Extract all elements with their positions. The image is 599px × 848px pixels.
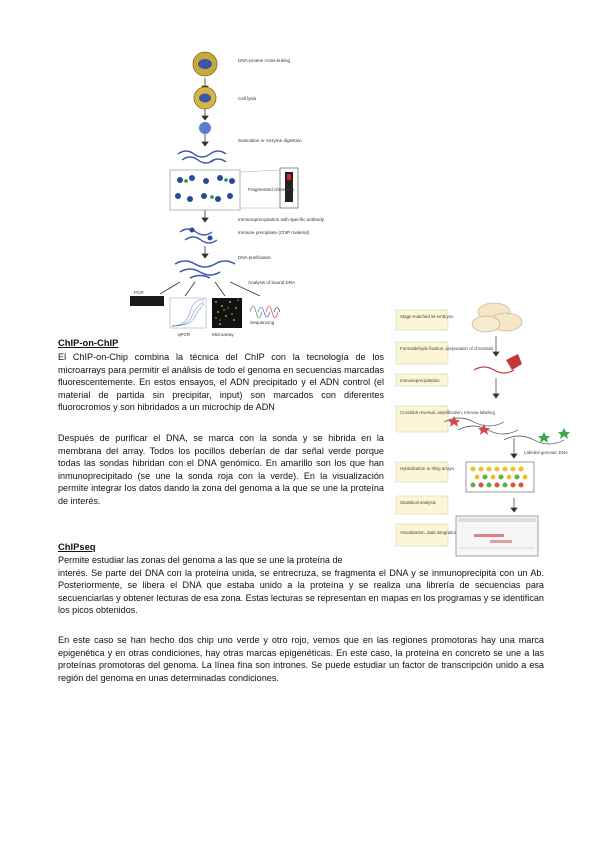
step-label: DNA-protein cross-linking [238, 58, 291, 63]
step-label: Sonication or enzyme digestion [238, 138, 302, 143]
section-heading: ChIP-on-ChIP [58, 337, 119, 348]
paragraph: Después de purificar el DNA, se marca co… [58, 433, 384, 506]
chip-workflow-figure: DNA-protein cross-linking Cell lysis Son… [130, 51, 325, 337]
paragraph: El ChIP-on-Chip combina la técnica del C… [58, 352, 384, 413]
section-heading: ChIPseq [58, 541, 96, 552]
step-label: Hybridization to tiling arrays [400, 466, 455, 471]
method-label: Sequencing [250, 320, 275, 325]
step-label: Stage-matched wt embryos [400, 314, 454, 319]
method-label: Microarray [212, 332, 234, 337]
dna-label: Labeled genomic DNA [524, 450, 568, 455]
method-label: PCR [134, 290, 144, 295]
step-label: Visualization, data integration [400, 530, 458, 535]
step-label: Fragmented chromatin [248, 187, 295, 192]
qpcr-plot [169, 297, 207, 329]
method-label: qPCR [178, 332, 191, 337]
step-label: Analysis of bound DNA [248, 280, 296, 285]
paragraph-first-line: Permite estudiar las zonas del genoma a … [58, 555, 343, 565]
step-label: Formaldehyde fixation, preparation of ch… [400, 346, 494, 351]
microarray-image [212, 298, 242, 328]
paragraph-rest: interés. Se parte del DNA con la proteín… [58, 567, 544, 616]
chip-on-chip-figure: Stage-matched wt embryos Formaldehyde fi… [395, 302, 570, 557]
sequencing-trace [249, 305, 281, 319]
step-label: Cell lysis [238, 96, 257, 101]
step-label: Immune precipitate (ChIP material) [238, 230, 310, 235]
nucleus [199, 122, 211, 134]
pcr-device [130, 296, 164, 306]
step-label: Crosslink reversal, amplification, Kleno… [400, 410, 495, 415]
step-label: Statistical analysis [400, 500, 437, 505]
step-label: Immunoprecipitation with specific antibo… [238, 217, 325, 222]
step-label: Immunoprecipitation [400, 378, 440, 383]
paragraph: En este caso se han hecho dos chip uno v… [58, 635, 544, 683]
paragraph: Permite estudiar las zonas del genoma a … [58, 554, 544, 617]
step-label: DNA purification [238, 255, 271, 260]
